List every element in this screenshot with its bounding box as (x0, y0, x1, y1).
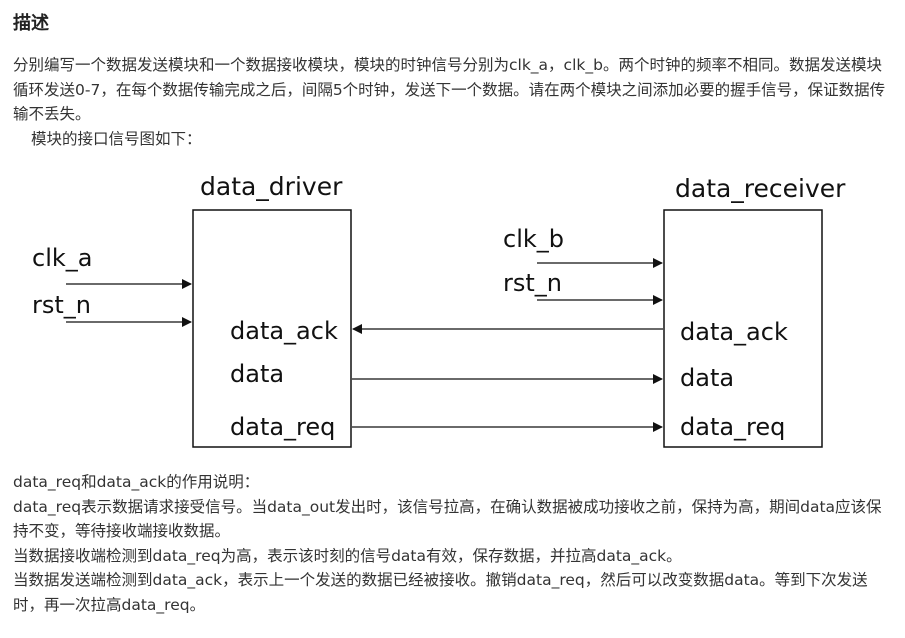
section-heading: 描述 (13, 13, 49, 34)
receiver-input-rst: rst_n (503, 269, 562, 297)
receiver-box (663, 209, 823, 448)
driver-port-req: data_req (230, 413, 335, 441)
driver-port-ack: data_ack (230, 317, 338, 345)
driver-input-clk: clk_a (32, 244, 92, 272)
driver-title: data_driver (200, 172, 343, 201)
receiver-title: data_receiver (675, 174, 846, 203)
notes-sender: 当数据发送端检测到data_ack，表示上一个发送的数据已经被接收。撤销data… (13, 571, 868, 614)
receiver-port-req: data_req (680, 413, 785, 441)
notes-receiver: 当数据接收端检测到data_req为高，表示该时刻的信号data有效，保存数据，… (13, 546, 682, 565)
receiver-port-ack: data_ack (680, 318, 788, 346)
driver-port-data: data (230, 360, 284, 388)
receiver-port-data: data (680, 364, 734, 392)
diagram-caption: 模块的接口信号图如下： (31, 129, 202, 148)
interface-diagram: data_driver clk_a rst_n data_ack data da… (32, 172, 846, 448)
driver-input-rst: rst_n (32, 291, 91, 319)
handshake-notes: data_req和data_ack的作用说明： data_req表示数据请求接受… (13, 470, 895, 617)
receiver-input-clk: clk_b (503, 225, 564, 253)
notes-heading: data_req和data_ack的作用说明： (13, 473, 260, 491)
intro-paragraph: 分别编写一个数据发送模块和一个数据接收模块，模块的时钟信号分别为clk_a，cl… (13, 53, 895, 151)
driver-box (192, 209, 352, 448)
intro-text: 分别编写一个数据发送模块和一个数据接收模块，模块的时钟信号分别为clk_a，cl… (13, 56, 886, 123)
notes-data-req: data_req表示数据请求接受信号。当data_out发出时，该信号拉高，在确… (13, 497, 882, 541)
